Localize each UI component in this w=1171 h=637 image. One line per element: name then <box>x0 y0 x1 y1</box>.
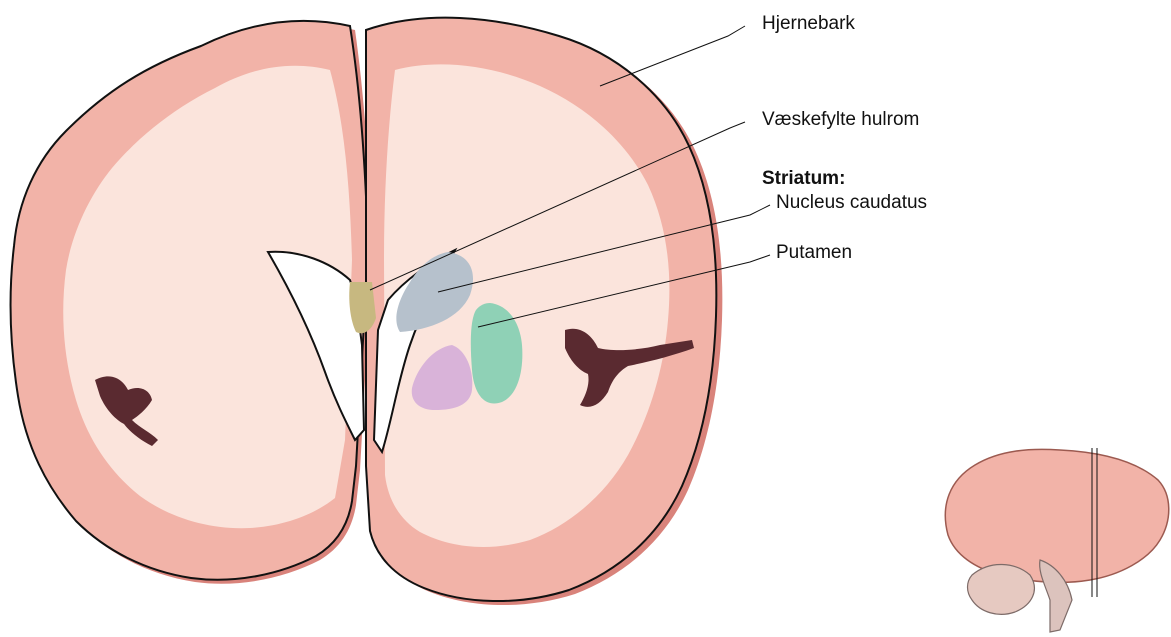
leader-cortex <box>600 26 745 86</box>
label-caudate: Nucleus caudatus <box>776 193 927 212</box>
label-ventricles: Væskefylte hulrom <box>762 110 919 129</box>
sagittal-inset <box>945 448 1168 632</box>
sagittal-cerebellum <box>968 564 1035 614</box>
label-striatum-heading: Striatum: <box>762 169 845 188</box>
label-putamen: Putamen <box>776 243 852 262</box>
label-cortex: Hjernebark <box>762 14 855 33</box>
sagittal-brain <box>945 449 1168 582</box>
